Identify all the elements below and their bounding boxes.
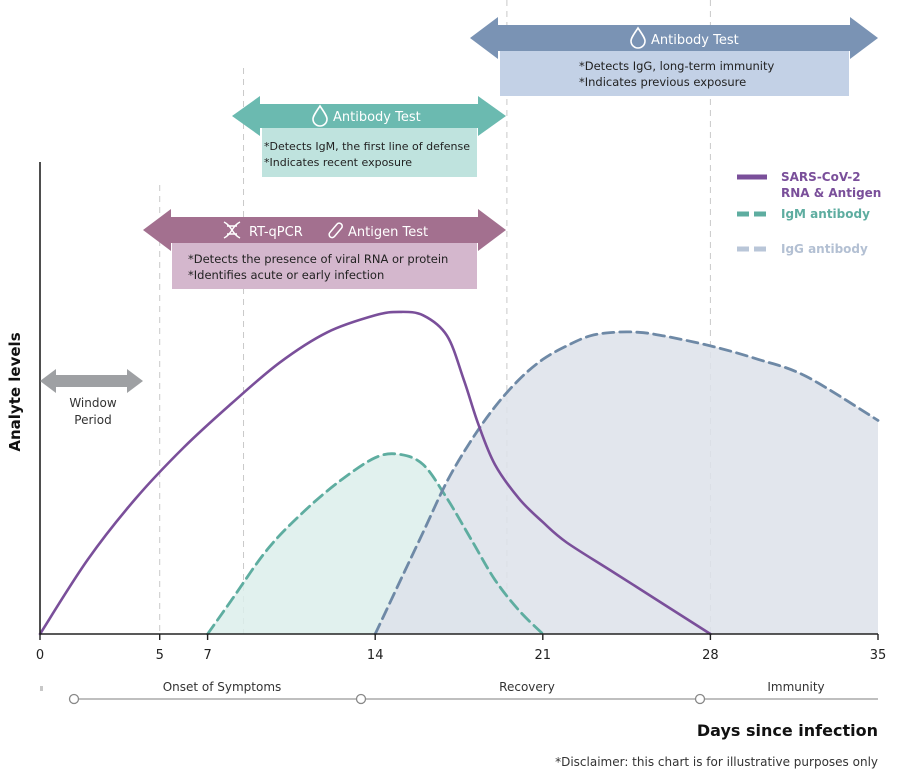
igm-test-title: Antibody Test	[333, 110, 421, 125]
legend-label-igg: IgG antibody	[781, 242, 868, 256]
legend-label-sars-2: RNA & Antigen	[781, 186, 881, 200]
timeline-node	[694, 693, 706, 705]
x-tick-label: 21	[535, 648, 552, 663]
window-period: Window Period	[40, 369, 143, 427]
test-strip-icon	[328, 222, 343, 239]
legend: SARS-CoV-2 RNA & Antigen IgM antibody Ig…	[737, 170, 881, 256]
igg-test-note-2: *Indicates previous exposure	[579, 75, 746, 89]
test-banner-igm: Antibody Test *Detects IgM, the first li…	[232, 96, 506, 177]
antigen-test-arrow	[143, 209, 506, 251]
antigen-test-note-2: *Identifies acute or early infection	[188, 268, 384, 282]
antigen-test-title-pcr: RT-qPCR	[249, 225, 303, 240]
antigen-test-note-1: *Detects the presence of viral RNA or pr…	[188, 252, 448, 266]
test-banner-antigen: RT-qPCR Antigen Test *Detects the presen…	[143, 209, 506, 289]
y-axis-label: Analyte levels	[6, 332, 24, 451]
legend-label-igm: IgM antibody	[781, 207, 870, 221]
phase-label-onset: Onset of Symptoms	[163, 680, 282, 694]
igm-test-note-1: *Detects IgM, the first line of defense	[264, 140, 470, 153]
igg-test-notes-box	[500, 51, 849, 96]
series-line-0	[38, 310, 712, 636]
series-lines	[38, 310, 880, 636]
series-line-2	[373, 330, 880, 636]
window-period-arrow	[40, 369, 143, 393]
igm-test-arrow	[232, 96, 506, 136]
igm-test-notes-box	[262, 128, 477, 177]
droplet-icon	[312, 104, 328, 127]
window-period-label-1: Window	[69, 396, 117, 410]
igg-test-note-1: *Detects IgG, long-term immunity	[579, 59, 774, 73]
antigen-test-notes-box	[172, 243, 477, 289]
igm-test-note-2: *Indicates recent exposure	[264, 156, 412, 169]
x-tick-label: 7	[203, 648, 211, 663]
test-banner-igg: Antibody Test *Detects IgG, long-term im…	[470, 17, 878, 96]
phase-label-recovery: Recovery	[499, 680, 555, 694]
x-ticks: 0 5 7 14 21 28 35	[36, 634, 886, 663]
window-period-label-2: Period	[74, 413, 111, 427]
x-tick-label: 35	[870, 648, 887, 663]
series-line-1	[206, 452, 545, 636]
timeline-node	[355, 693, 367, 705]
igg-test-title: Antibody Test	[651, 33, 739, 48]
x-tick-label: 14	[367, 648, 384, 663]
antigen-test-title-antigen: Antigen Test	[348, 225, 428, 240]
areas	[207, 331, 878, 634]
phase-label-immunity: Immunity	[767, 680, 824, 694]
timeline-node	[68, 693, 80, 705]
x-axis-label: Days since infection	[697, 721, 878, 740]
timeline-start-marker	[40, 686, 43, 691]
dna-icon	[223, 221, 241, 239]
x-tick-label: 5	[156, 648, 164, 663]
phase-timeline: Onset of Symptoms Recovery Immunity	[40, 680, 878, 705]
legend-label-sars-1: SARS-CoV-2	[781, 170, 861, 184]
droplet-icon	[630, 26, 646, 49]
x-tick-label: 0	[36, 648, 44, 663]
igg-test-arrow	[470, 17, 878, 59]
x-tick-label: 28	[702, 648, 719, 663]
disclaimer: *Disclaimer: this chart is for illustrat…	[555, 755, 878, 769]
area-2	[375, 331, 878, 634]
